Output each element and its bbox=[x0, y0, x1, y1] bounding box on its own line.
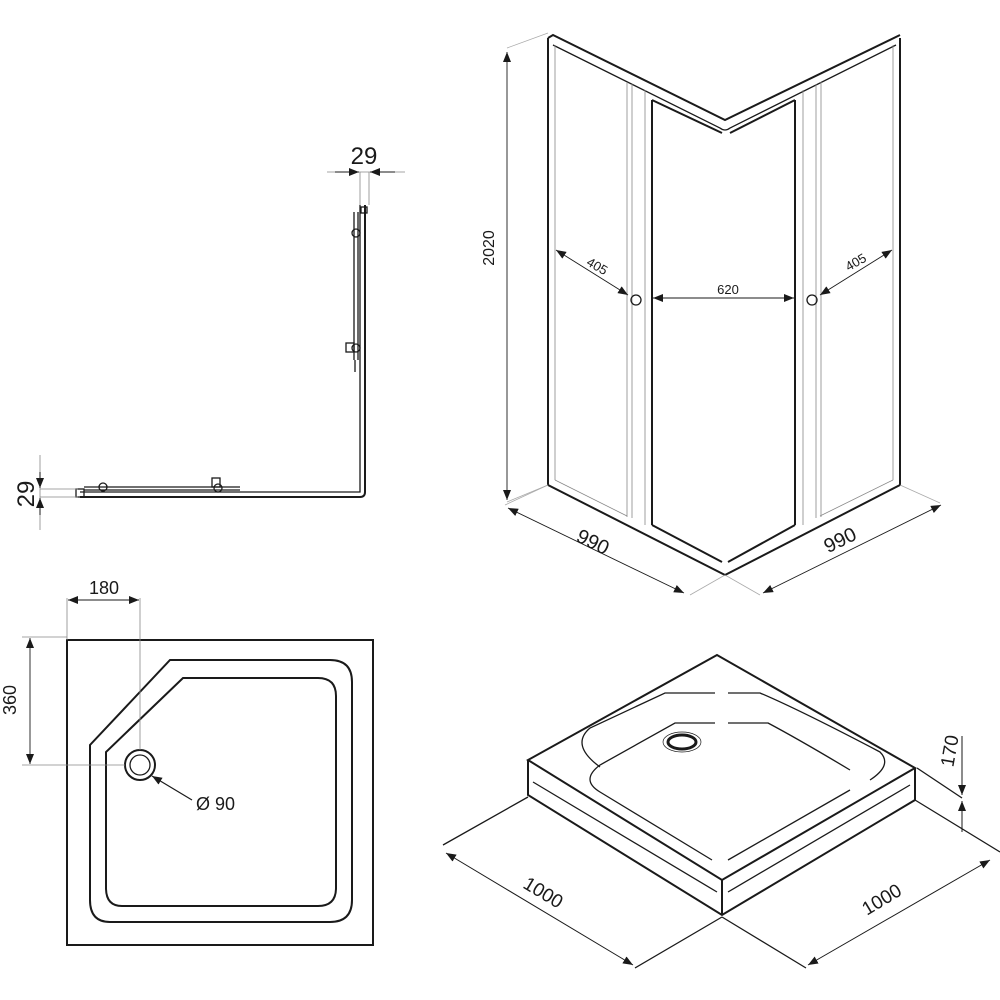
tray-iso-view: 1000 1000 170 bbox=[442, 653, 1000, 969]
dim-29-left: 29 bbox=[13, 481, 40, 508]
enclosure-plan-view: 29 29 bbox=[13, 143, 405, 530]
dim-405-left: 405 bbox=[584, 254, 610, 278]
dim-620: 620 bbox=[717, 282, 739, 297]
dim-180: 180 bbox=[89, 578, 119, 598]
dim-1000-left: 1000 bbox=[519, 873, 566, 913]
dim-405-right: 405 bbox=[843, 250, 869, 274]
tray-plan-view: 180 360 Ø 90 bbox=[0, 578, 374, 946]
dim-1000-right: 1000 bbox=[859, 880, 906, 920]
dim-360: 360 bbox=[0, 685, 20, 715]
dim-29-top: 29 bbox=[351, 143, 378, 170]
enclosure-iso-view: 405 620 405 2020 990 990 bbox=[481, 32, 942, 596]
dim-990-left: 990 bbox=[573, 525, 613, 559]
dim-2020: 2020 bbox=[481, 230, 498, 266]
dim-170: 170 bbox=[937, 734, 963, 769]
dim-990-right: 990 bbox=[821, 523, 861, 557]
dim-diameter-90: Ø 90 bbox=[196, 794, 235, 814]
